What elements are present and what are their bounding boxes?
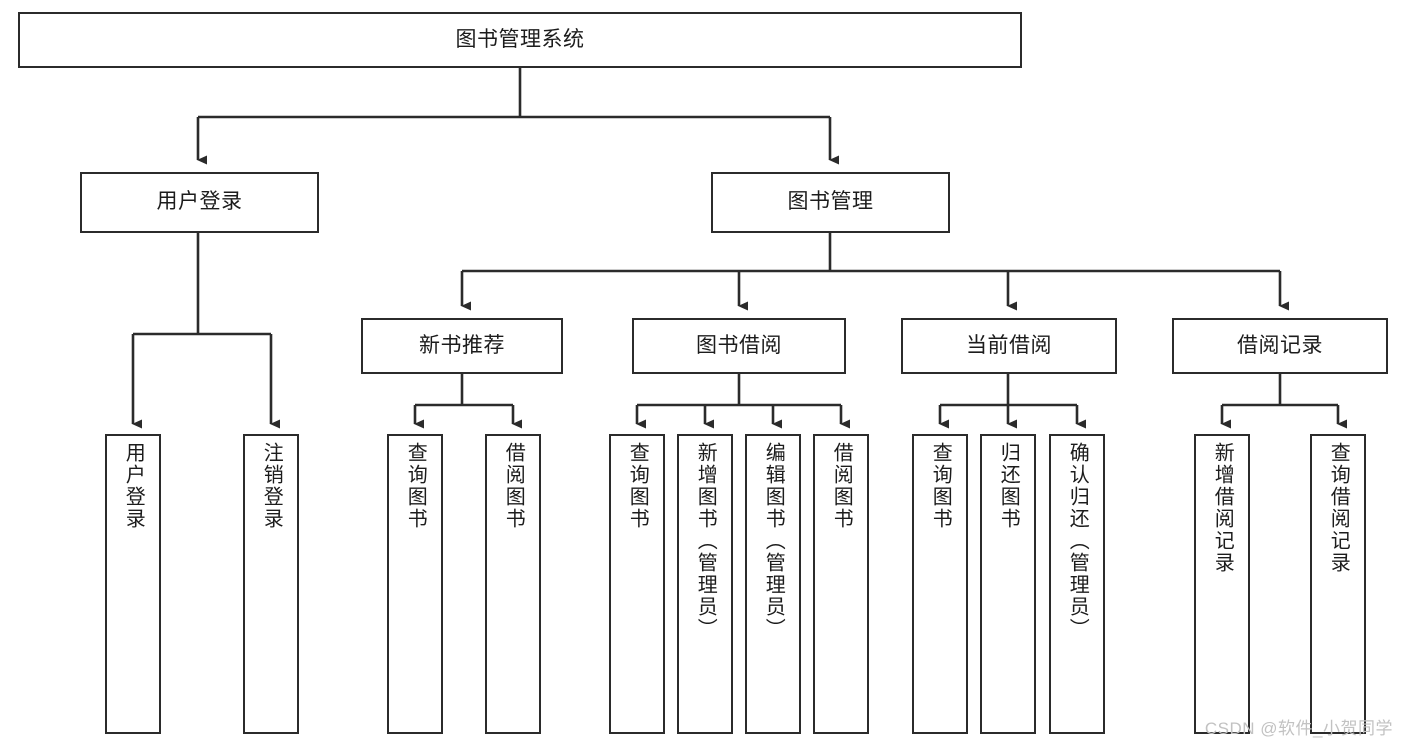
node-book-borrow-label: 图书借阅 [696,333,782,357]
node-leaf-query-book-1[interactable]: 查询图书 [387,434,443,734]
node-borrow-record[interactable]: 借阅记录 [1172,318,1388,374]
node-leaf-query-book-2-label: 查询图书 [626,442,649,530]
node-leaf-return-book-label: 归还图书 [997,442,1020,530]
node-book-borrow[interactable]: 图书借阅 [632,318,846,374]
node-leaf-edit-book-label: 编辑图书（管理员） [762,442,785,640]
node-current-borrow[interactable]: 当前借阅 [901,318,1117,374]
node-leaf-user-login-label: 用户登录 [122,442,145,530]
node-leaf-user-logout-label: 注销登录 [260,442,283,530]
node-new-book-recommend-label: 新书推荐 [419,333,505,357]
node-new-book-recommend[interactable]: 新书推荐 [361,318,563,374]
node-root-label: 图书管理系统 [455,27,585,51]
node-leaf-borrow-book-2-label: 借阅图书 [830,442,853,530]
node-leaf-add-book[interactable]: 新增图书（管理员） [677,434,733,734]
node-user-login[interactable]: 用户登录 [80,172,319,233]
node-leaf-user-login[interactable]: 用户登录 [105,434,161,734]
node-leaf-add-record-label: 新增借阅记录 [1211,442,1234,574]
node-leaf-confirm-return-label: 确认归还（管理员） [1066,442,1089,640]
node-leaf-borrow-book-2[interactable]: 借阅图书 [813,434,869,734]
node-leaf-add-record[interactable]: 新增借阅记录 [1194,434,1250,734]
node-leaf-query-book-2[interactable]: 查询图书 [609,434,665,734]
node-leaf-borrow-book-1-label: 借阅图书 [502,442,525,530]
node-current-borrow-label: 当前借阅 [966,333,1052,357]
node-book-manage-label: 图书管理 [787,190,874,214]
node-root[interactable]: 图书管理系统 [18,12,1022,68]
node-leaf-user-logout[interactable]: 注销登录 [243,434,299,734]
node-leaf-edit-book[interactable]: 编辑图书（管理员） [745,434,801,734]
node-leaf-confirm-return[interactable]: 确认归还（管理员） [1049,434,1105,734]
node-leaf-query-record[interactable]: 查询借阅记录 [1310,434,1366,734]
node-borrow-record-label: 借阅记录 [1237,333,1323,357]
node-leaf-add-book-label: 新增图书（管理员） [694,442,717,640]
node-leaf-borrow-book-1[interactable]: 借阅图书 [485,434,541,734]
node-user-login-label: 用户登录 [156,190,243,214]
node-leaf-query-book-3[interactable]: 查询图书 [912,434,968,734]
node-leaf-query-record-label: 查询借阅记录 [1327,442,1350,574]
node-book-manage[interactable]: 图书管理 [711,172,950,233]
node-leaf-return-book[interactable]: 归还图书 [980,434,1036,734]
node-leaf-query-book-1-label: 查询图书 [404,442,427,530]
node-leaf-query-book-3-label: 查询图书 [929,442,952,530]
